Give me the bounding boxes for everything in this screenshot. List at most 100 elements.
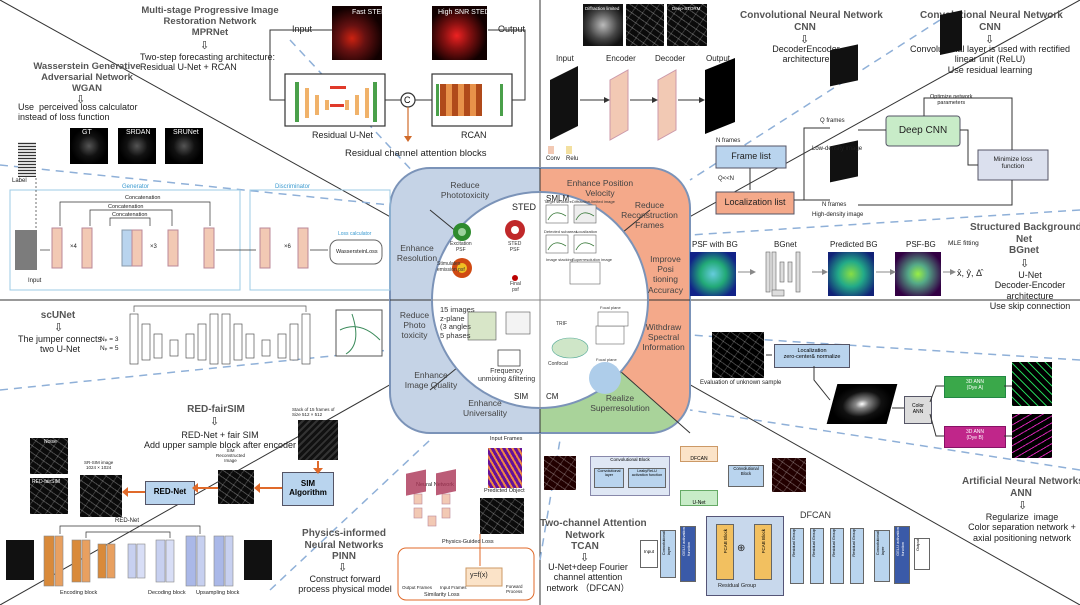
dfcan-rg-4-label: Residual Group bbox=[851, 529, 856, 557]
tcan-leaky: LeakyReLU activation function bbox=[628, 468, 666, 488]
ann-title: Artificial Neural Networks ANN bbox=[962, 476, 1080, 499]
cm-focal-plane-label-2: Focal plane bbox=[596, 357, 617, 362]
dfcan-rg-1-label: Residual Group bbox=[791, 529, 796, 557]
tcan-conv-block2: Convolutional Block bbox=[728, 465, 764, 487]
sted-psf-label: STED PSF bbox=[508, 241, 522, 253]
color-ann-label: Color ANN bbox=[912, 403, 924, 415]
srunet-label: SRUNet bbox=[173, 129, 199, 136]
ann-diagram bbox=[766, 354, 1012, 437]
down-arrow-icon-pinn: ⇩ bbox=[338, 562, 348, 574]
redfairsim-diagram bbox=[6, 461, 323, 587]
concatenation-label-3: Concatenation bbox=[112, 212, 148, 218]
pinn-title: Physics-informed Neural Networks PINN bbox=[302, 528, 386, 562]
label-stack bbox=[18, 142, 36, 177]
upsampling-label: Upsampling block bbox=[196, 590, 240, 596]
dfcan-fcab-1-label: FCAB Block bbox=[722, 529, 728, 554]
unknown-sample-image bbox=[712, 332, 764, 378]
dfcan-gelu-label: GELU activation function bbox=[681, 527, 691, 556]
scunet-title: scUNet bbox=[40, 310, 76, 321]
sim-algorithm-label: SIM Algorithm bbox=[289, 479, 327, 497]
input-frames-label-2: Input Frames bbox=[440, 585, 467, 590]
localization-label: Localization zero-center& normalize bbox=[783, 348, 841, 360]
down-arrow-icon-scunet: ⇩ bbox=[54, 322, 64, 334]
seg-improve-positioning-accuracy: Improve Posi tioning Accuracy bbox=[648, 254, 683, 295]
residual-unet-label: Residual U-Net bbox=[312, 130, 374, 140]
predicted-bg-label: Predicted BG bbox=[830, 240, 878, 249]
similarity-loss-label: Similarity Loss bbox=[424, 592, 460, 598]
x6-label: ×6 bbox=[284, 244, 291, 250]
deep-storm-image bbox=[667, 4, 707, 46]
cnn-encoder-label: Encoder bbox=[606, 54, 636, 63]
cm-trif-label: TRIF bbox=[556, 321, 568, 327]
deep-storm-label: Deep-STORM bbox=[672, 6, 701, 11]
discriminator-label: Discriminator bbox=[275, 184, 311, 190]
x3-label: ×3 bbox=[150, 244, 157, 250]
dfcan-gelu-box: GELU activation function bbox=[680, 526, 696, 582]
srdan-label: SRDAN bbox=[126, 129, 151, 136]
dfcan-rg-2: Residual Group bbox=[810, 528, 824, 584]
eval-label: Evaluation of unknown sample bbox=[700, 380, 782, 386]
cnn2-desc: Convolutional layer is used with rectifi… bbox=[909, 44, 1071, 75]
sim-algorithm-box: SIM Algorithm bbox=[282, 472, 334, 506]
localization-list-box: Localization list bbox=[724, 197, 786, 207]
sim-image bbox=[80, 475, 122, 517]
mprnet-input-label: Input bbox=[292, 24, 313, 34]
dfcan-gelu-2: GELU activation function bbox=[894, 526, 910, 584]
seg-reduce-reconstruction-frames: Reduce Reconstruction Frames bbox=[621, 200, 678, 231]
cnn1-desc: DecoderEncoder architecture bbox=[772, 44, 840, 65]
tcan-conv-block-label: Convolutional Block bbox=[610, 457, 650, 462]
wgan-label-text: Label bbox=[12, 178, 27, 184]
seg-reduce-phototoxicity-top: Reduce Phototoxicity bbox=[440, 180, 490, 201]
smlm-localization-label: Localization bbox=[576, 229, 598, 234]
dfcan-rg-2-label: Residual Group bbox=[811, 529, 816, 557]
dfcan-conv-layer-2: Convolutional layer bbox=[874, 530, 890, 582]
tcan-output-image bbox=[772, 458, 806, 492]
down-arrow-icon: ⇩ bbox=[200, 40, 210, 52]
neural-network-label: Neural Network bbox=[416, 482, 454, 488]
tcan-dfcan-label: DFCAN bbox=[690, 456, 708, 462]
localization-box: Localization zero-center& normalize bbox=[774, 344, 850, 368]
q-frames-label: Q frames bbox=[820, 118, 845, 124]
tcan-unet-label: U-Net bbox=[692, 500, 706, 506]
noise-image bbox=[30, 438, 68, 474]
dfcan-input-box: Input bbox=[640, 540, 658, 568]
scunet-diagram bbox=[129, 305, 383, 365]
np3-label: Nₚ = 3 bbox=[100, 336, 119, 343]
seg-reduce-phototoxicity-left: Reduce Photo toxicity bbox=[399, 310, 430, 341]
pinn-desc: Construct forward process physical model bbox=[298, 574, 392, 595]
n-frames-label: N frames bbox=[716, 138, 741, 144]
dfcan-fcab-2: FCAB Block bbox=[754, 524, 772, 580]
tcan-conv-layer-label: Convolutional layer bbox=[597, 469, 621, 477]
sim-images-label: 15 images z-plane (3 angles 5 phases bbox=[440, 305, 475, 340]
smlm-superres-label: Superresolution image bbox=[572, 257, 613, 262]
down-arrow-icon-ann: ⇩ bbox=[1018, 500, 1028, 512]
mprnet-desc: Two-step forecasting architecture: Resid… bbox=[140, 52, 276, 73]
ann-a-box: 3D ANN (Dye A) bbox=[944, 376, 1006, 398]
dye-a-image bbox=[1012, 362, 1052, 406]
sted-stimulates-label: Stimulates emission psf bbox=[437, 261, 465, 273]
cnn-output-label: Output bbox=[706, 54, 731, 63]
wgan-input-label: Input bbox=[28, 278, 42, 284]
down-arrow-icon-bgnet: ⇩ bbox=[1020, 258, 1030, 270]
psf-with-bg-image bbox=[690, 252, 736, 296]
smlm-target-label: Target structure bbox=[544, 199, 572, 204]
predicted-bg-image bbox=[828, 252, 874, 296]
ann-desc: Regularize image Color separation networ… bbox=[968, 512, 1076, 543]
srdan-image bbox=[118, 128, 156, 164]
wasserstein-loss-label: WassersteinLoss bbox=[336, 249, 378, 255]
srunet-image bbox=[165, 128, 203, 164]
psf-with-bg-label: PSF with BG bbox=[692, 240, 738, 249]
output-frames-label: Output Frames bbox=[402, 585, 433, 590]
sim-frequency-label: Frequency unmixing &filtering bbox=[478, 368, 536, 384]
stack-image bbox=[298, 420, 338, 460]
high-snr-sted-label: High SNR STED bbox=[438, 9, 490, 16]
mprnet-title: Multi-stage Progressive Image Restoratio… bbox=[141, 5, 279, 38]
color-ann-box: Color ANN bbox=[904, 396, 932, 424]
ann-b-box: 3D ANN (Dye B) bbox=[944, 426, 1006, 448]
sim-reconstructed-image bbox=[218, 470, 254, 504]
input-frames-label: Input Frames bbox=[490, 436, 523, 442]
smlm-stacking-label: Image stacking bbox=[546, 257, 573, 262]
gt-image bbox=[70, 128, 108, 164]
sted-final-label: Final psf bbox=[510, 281, 521, 293]
tcan-conv-block2-label: Convolutional Block bbox=[733, 466, 759, 476]
